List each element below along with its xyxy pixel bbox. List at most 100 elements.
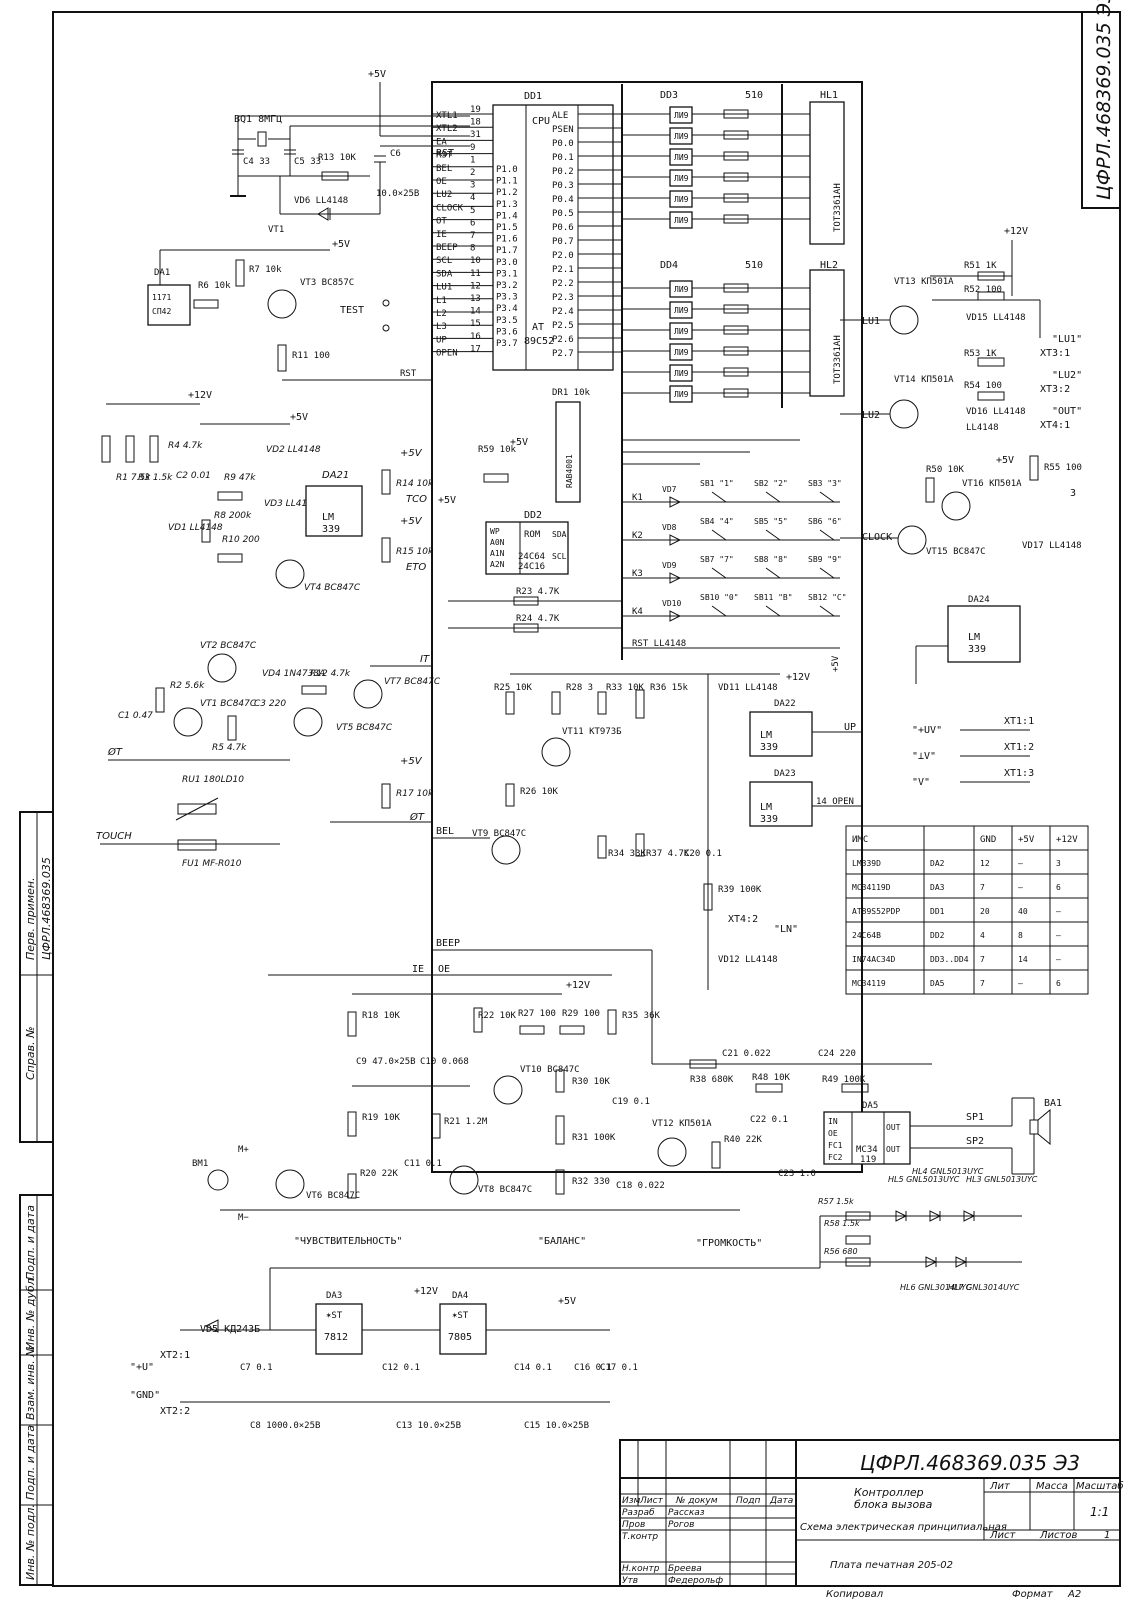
led-section: HL5 GNL5013UYC HL4 GNL5013UYC HL3 GNL501…	[818, 1167, 1038, 1292]
crystal-section: BQ1 8МГц C4 33 C5 33 +5V C6 10.0×25В R13…	[230, 69, 470, 221]
dd1-ref: DD1	[524, 91, 542, 102]
r10-label: R10 200	[222, 535, 260, 545]
lit-label: Лит	[989, 1481, 1011, 1492]
tb-role-check: Пров	[622, 1520, 645, 1530]
r39-label: R39 100K	[718, 885, 762, 895]
da5-type2: 119	[860, 1155, 876, 1165]
dd1-left-num-10: 7	[470, 231, 475, 241]
da22-type: LM	[760, 730, 772, 741]
vcc-5v-dd2: +5V	[438, 495, 456, 506]
keypad-switch-11	[819, 605, 835, 617]
xt32-label: XT3:2	[1040, 384, 1070, 395]
buffer-gate-0-5	[669, 211, 693, 229]
buffer-gate-label-0-2: ЛИ9	[674, 153, 689, 162]
dd1-port-5: P1.5	[496, 223, 518, 233]
vt6-label: VT6 BC847C	[306, 1191, 360, 1201]
dd1-left-num-15: 13	[470, 294, 481, 304]
buffer-gate-label-1-2: ЛИ9	[674, 327, 689, 336]
v-label: "V"	[912, 777, 930, 788]
keypad-button-3: SB4 "4"	[700, 517, 734, 526]
ot-input-label: ØT	[107, 746, 123, 758]
r11-label: R11 100	[292, 351, 330, 361]
ic-table-cell-1-0: MC34119D	[852, 883, 891, 892]
buffer-gate-1-1	[669, 301, 693, 319]
up-net: UP	[844, 722, 856, 733]
dd1-left-num-4: 1	[470, 155, 475, 165]
title-line1: Контроллер	[854, 1486, 924, 1499]
keypad-button-11: SB12 "C"	[808, 593, 847, 602]
title-line2: блока вызова	[854, 1498, 933, 1511]
r22-label: R22 10K	[478, 1011, 517, 1021]
tb-name-4: Федерольф	[668, 1576, 723, 1586]
ic-table-frame	[845, 825, 1089, 995]
keypad-diode-0	[669, 496, 682, 508]
format-label: Формат	[1012, 1589, 1054, 1600]
c20-label: C20 0.1	[684, 849, 722, 859]
stamp-first-use-code: ЦФРЛ.468369.035	[40, 857, 53, 960]
buffer-gate-0-1	[669, 127, 693, 145]
r48-label: R48 10K	[752, 1073, 791, 1083]
dd1-left-num-17: 15	[470, 319, 481, 329]
dd1-type2: 89C52	[524, 336, 554, 347]
dd4-ref: DD4	[660, 260, 678, 271]
buffer-gate-label-0-0: ЛИ9	[674, 111, 689, 120]
vd12-label: VD12 LL4148	[718, 955, 778, 965]
buffer-gate-label-0-1: ЛИ9	[674, 132, 689, 141]
dd2-type: 24C64	[518, 552, 545, 562]
dd1-port-10: P3.2	[496, 281, 518, 291]
da23-type: LM	[760, 802, 772, 813]
ic-table-cell-0-1: DA2	[930, 859, 945, 868]
r56-label: R56 680	[824, 1247, 858, 1256]
vcc-5v-keypad: +5V	[831, 655, 841, 672]
dd1-cpu-chip: DD1 CPU AT 89C52 XTL1XTL2EARSTBELOELU2CL…	[431, 81, 863, 1173]
dd1-right-pin-2: P0.0	[552, 139, 574, 149]
da4-ref: DA4	[452, 1291, 468, 1301]
r25-label: R25 10K	[494, 683, 533, 693]
keypad-switch-0	[711, 491, 727, 503]
ic-table-cell-1-1: DA3	[930, 883, 945, 892]
led-3	[925, 1256, 938, 1268]
vt1-label: VT1	[268, 225, 284, 235]
vcc-12v-psu: +12V	[414, 1286, 438, 1297]
led-1	[929, 1210, 942, 1222]
dd1-left-pin-3: RST	[436, 151, 453, 161]
ic-table-cell-1-2: 7	[980, 883, 985, 892]
da3-type: 7812	[324, 1332, 348, 1343]
r12-label: R12 4.7k	[310, 669, 351, 679]
vt3-label: VT3 BC857C	[300, 278, 354, 288]
r53-label: R53 1K	[964, 349, 997, 359]
bm1-label: BM1	[192, 1159, 208, 1169]
c2-label: C2 0.01	[176, 471, 211, 481]
ic-table-header-3: +5V	[1018, 835, 1035, 845]
da24-type: LM	[968, 632, 980, 643]
vt16-label: VT16 КП501А	[962, 479, 1022, 489]
dd1-port-15: P3.7	[496, 339, 518, 349]
main-board-outline	[431, 81, 863, 1173]
da5-pin-oe: OE	[828, 1129, 838, 1138]
lu2-net: LU2	[862, 410, 880, 421]
buffer-gate-1-3	[669, 343, 693, 361]
keypad-button-8: SB9 "9"	[808, 555, 842, 564]
dd1-right-pin-15: P2.5	[552, 321, 574, 331]
dd3-ref: DD3	[660, 90, 678, 101]
buffer-resistor-1-5	[723, 388, 749, 398]
da22-type2: 339	[760, 742, 778, 753]
dd1-left-num-12: 10	[470, 256, 481, 266]
dd1-left-pin-14: L1	[436, 296, 447, 306]
stamp-original: Инв. № подл.	[24, 1504, 37, 1580]
buffer-gate-1-2	[669, 322, 693, 340]
dd2-pin-wp: WP	[490, 527, 500, 536]
vcc-12v-touch: +12V	[188, 390, 212, 401]
buffer-resistor-1-0	[723, 283, 749, 293]
fu1-label: FU1 MF-R010	[182, 859, 242, 869]
title-code: ЦФРЛ.468369.035 Э3	[860, 1451, 1080, 1475]
dd1-left-num-0: 19	[470, 105, 481, 115]
vt5-label: VT5 BC847C	[336, 723, 393, 733]
res510-b: 510	[745, 260, 763, 271]
top-code-text: ЦФРЛ.468369.035 Э3	[1093, 0, 1115, 200]
dd1-left-pin-15: L2	[436, 309, 447, 319]
r24-label: R24 4.7K	[516, 614, 560, 624]
hl5-label: HL5 GNL5013UYC	[888, 1175, 960, 1184]
touch-section: +12V +5V R1 7.5k R3 1.5k R4 4.7k C2 0.01…	[96, 390, 441, 869]
